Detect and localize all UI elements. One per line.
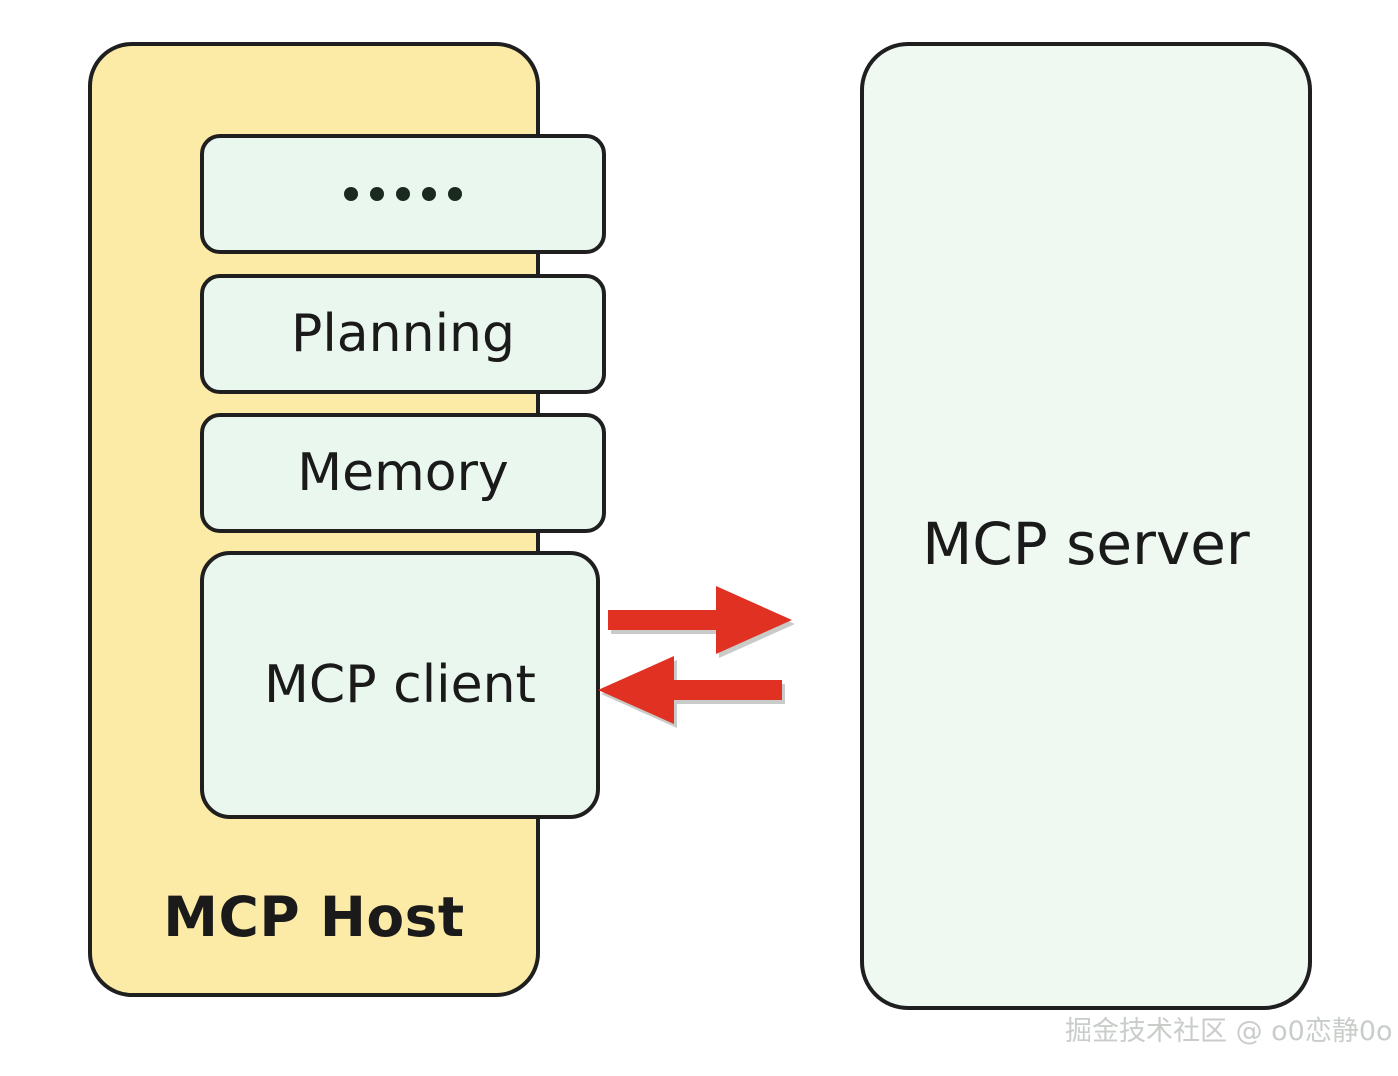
memory-label: Memory <box>297 443 509 503</box>
host-component-mcp-client: MCP client <box>200 551 600 819</box>
host-component-ellipsis <box>200 134 606 254</box>
watermark-text: 掘金技术社区 @ o0恋静0o <box>1065 1016 1393 1047</box>
ellipsis-dot <box>396 187 410 201</box>
mcp-host-container: Planning Memory MCP client MCP Host <box>88 42 606 997</box>
ellipsis-dot <box>370 187 384 201</box>
ellipsis-icon <box>344 187 462 201</box>
arrow-right-icon <box>608 586 792 654</box>
mcp-client-label: MCP client <box>264 655 536 715</box>
ellipsis-dot <box>422 187 436 201</box>
mcp-host-label: MCP Host <box>163 885 465 949</box>
mcp-server-container: MCP server <box>860 42 1312 1010</box>
arrow-left-icon <box>598 656 782 724</box>
planning-label: Planning <box>291 304 515 364</box>
host-component-memory: Memory <box>200 413 606 533</box>
ellipsis-dot <box>448 187 462 201</box>
host-component-planning: Planning <box>200 274 606 394</box>
connection-arrows <box>580 560 810 730</box>
ellipsis-dot <box>344 187 358 201</box>
mcp-server-label: MCP server <box>922 510 1250 578</box>
